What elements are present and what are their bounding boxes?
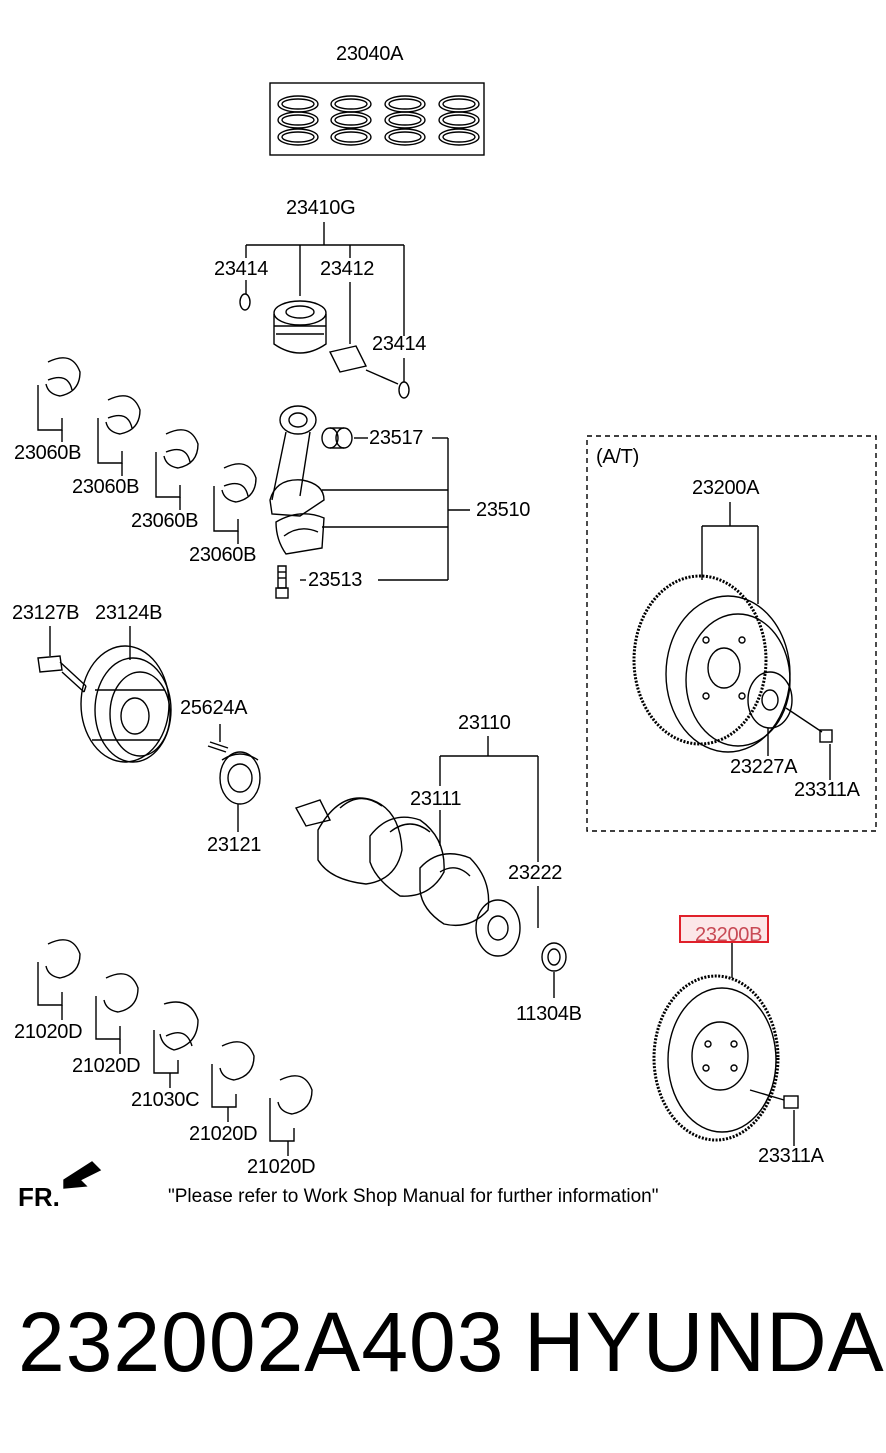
label-at-box: (A/T) (596, 446, 639, 468)
label-23414-right: 23414 (372, 333, 427, 355)
label-23510: 23510 (476, 499, 531, 521)
label-23200A: 23200A (692, 477, 760, 499)
label-23517: 23517 (369, 427, 424, 449)
front-marker: FR. (18, 1182, 60, 1212)
automatic-transmission-group (586, 435, 877, 832)
conrod-leader-lines (300, 437, 470, 581)
front-arrow-icon (63, 1161, 102, 1189)
label-23410G: 23410G (286, 197, 356, 219)
label-23111: 23111 (410, 788, 462, 810)
label-23200B: 23200B (695, 924, 763, 946)
label-23040A: 23040A (336, 43, 404, 65)
lower-bearings (37, 939, 313, 1156)
label-23127B: 23127B (12, 602, 80, 624)
highlighted-part-box[interactable]: 23200B (679, 915, 769, 946)
label-21020D-3: 21020D (189, 1123, 258, 1145)
label-23121: 23121 (207, 834, 262, 856)
brand-name: HYUNDAI (524, 1295, 886, 1389)
label-23414-left: 23414 (214, 258, 269, 280)
label-23060B-1: 23060B (14, 442, 82, 464)
upper-bearings (37, 357, 257, 544)
label-21020D-1: 21020D (14, 1021, 83, 1043)
label-23227A: 23227A (730, 756, 798, 778)
label-23311A: 23311A (758, 1145, 824, 1167)
workshop-manual-note: "Please refer to Work Shop Manual for fu… (168, 1186, 659, 1207)
label-23222: 23222 (508, 862, 563, 884)
label-25624A: 25624A (180, 697, 248, 719)
label-11304B: 11304B (516, 1003, 582, 1025)
label-23513: 23513 (308, 569, 363, 591)
label-23060B-2: 23060B (72, 476, 140, 498)
label-21020D-2: 21020D (72, 1055, 141, 1077)
piston-ring-set (269, 82, 485, 156)
piston (239, 293, 410, 399)
crankshaft (294, 736, 567, 998)
part-number: 232002A403 (18, 1295, 505, 1389)
label-23060B-3: 23060B (131, 510, 199, 532)
piston-leader-lines (245, 222, 405, 382)
label-23124B: 23124B (95, 602, 163, 624)
connecting-rod (269, 405, 353, 599)
label-21020D-4: 21020D (247, 1156, 316, 1178)
label-23412: 23412 (320, 258, 375, 280)
flywheel (652, 942, 799, 1146)
label-23311A-at: 23311A (794, 779, 860, 801)
label-23110: 23110 (458, 712, 511, 734)
label-21030C: 21030C (131, 1089, 200, 1111)
label-23060B-4: 23060B (189, 544, 257, 566)
pulley-group (37, 626, 261, 832)
